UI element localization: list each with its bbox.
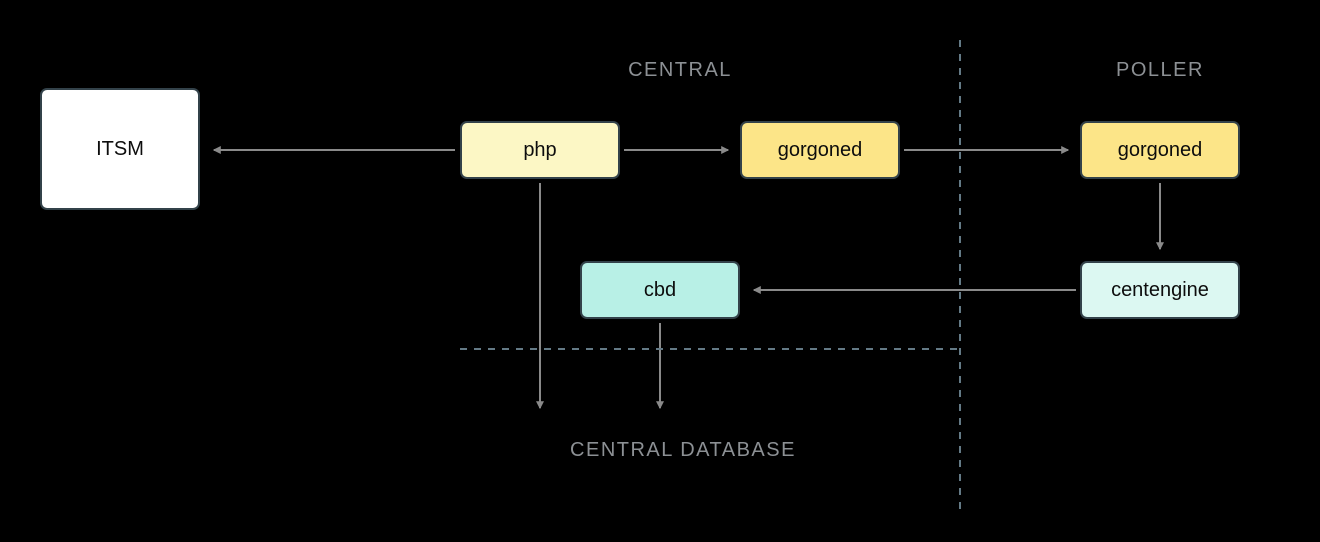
- node-itsm: ITSM: [40, 88, 200, 210]
- node-gorgoned-poller: gorgoned: [1080, 121, 1240, 179]
- zone-label-central: CENTRAL: [628, 59, 732, 81]
- node-gorgoned-poller-label: gorgoned: [1117, 138, 1203, 161]
- node-cbd: cbd: [580, 261, 740, 319]
- node-php: php: [460, 121, 620, 179]
- zone-label-poller: POLLER: [1116, 59, 1204, 81]
- node-php-label: php: [523, 138, 557, 161]
- node-cbd-label: cbd: [643, 278, 677, 301]
- node-centengine: centengine: [1080, 261, 1240, 319]
- node-centengine-label: centengine: [1111, 278, 1209, 301]
- node-itsm-label: ITSM: [96, 137, 144, 160]
- zone-label-central-database: CENTRAL DATABASE: [570, 439, 796, 461]
- node-gorgoned-central: gorgoned: [740, 121, 900, 179]
- node-gorgoned-central-label: gorgoned: [777, 138, 863, 161]
